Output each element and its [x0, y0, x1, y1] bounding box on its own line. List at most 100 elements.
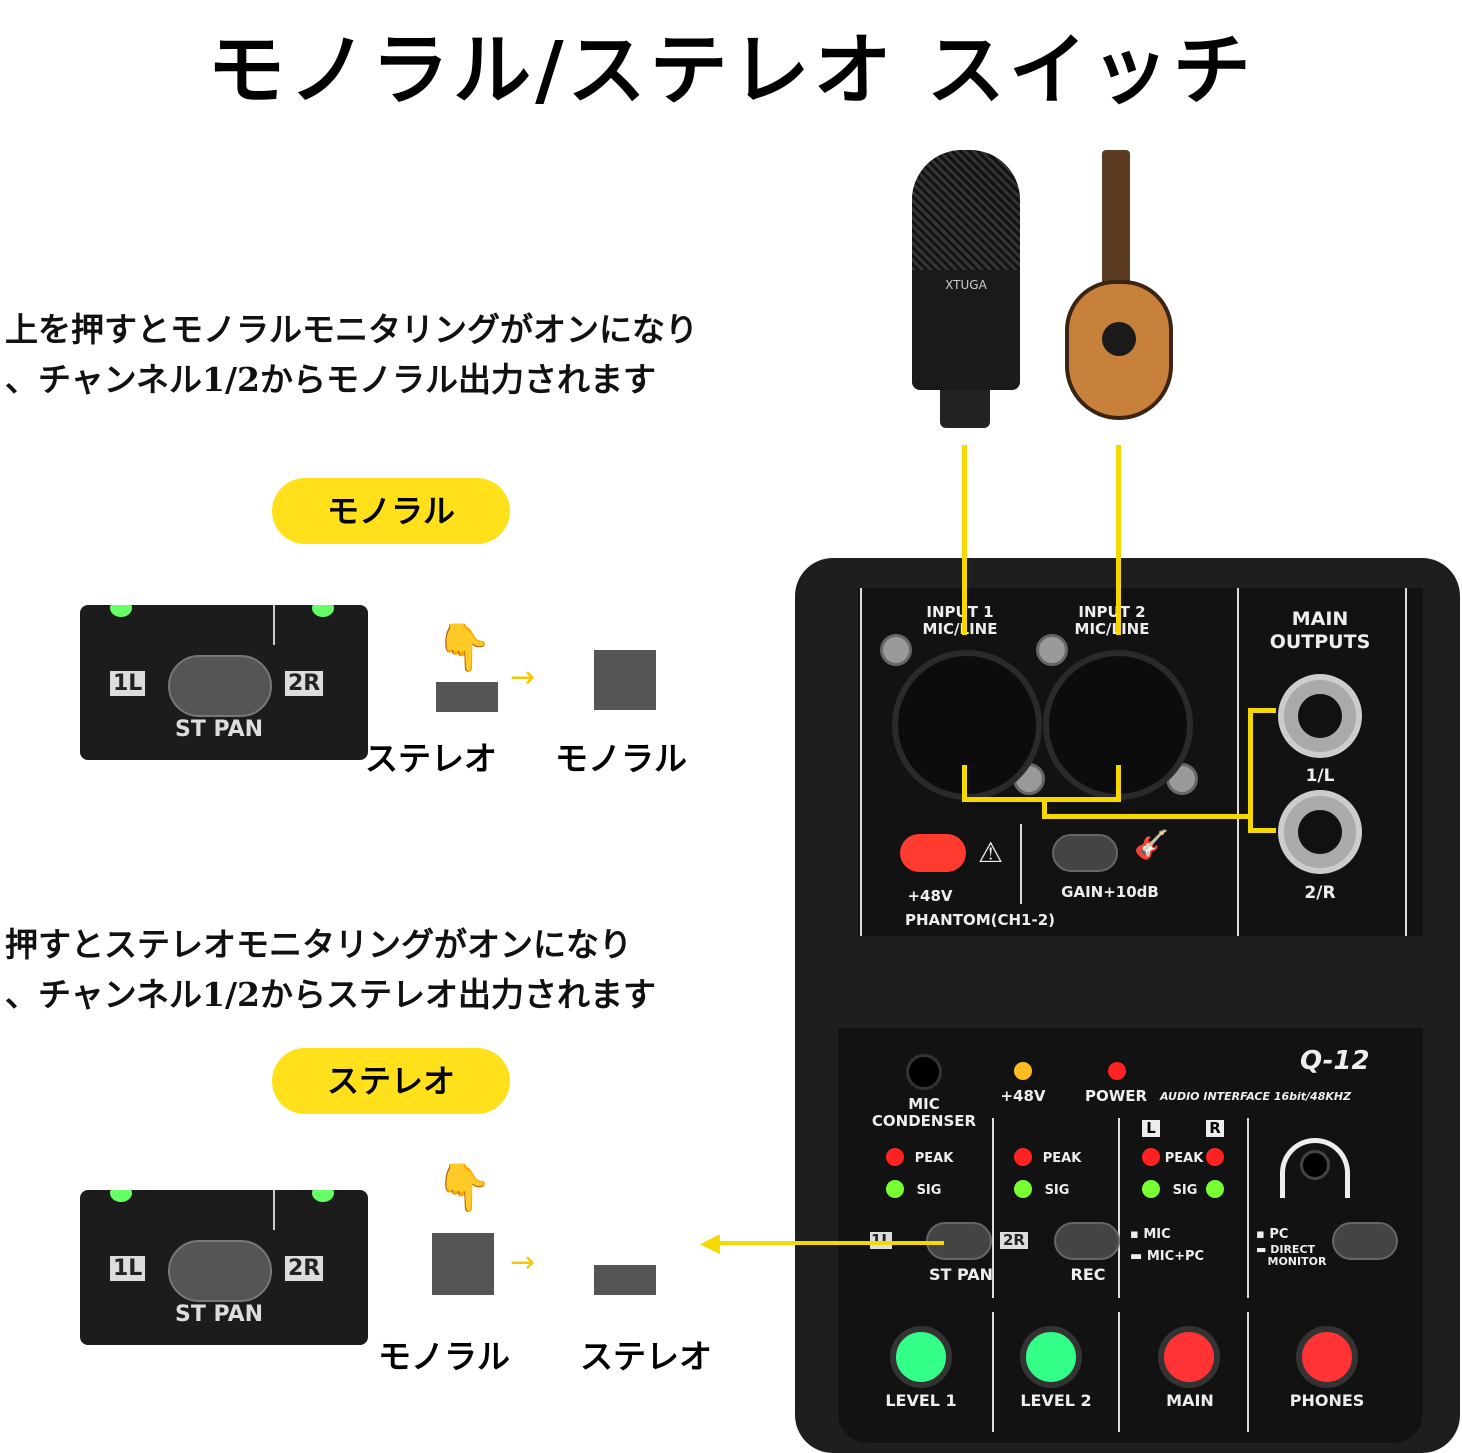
decoration — [1036, 634, 1068, 666]
level1-knob[interactable] — [890, 1326, 952, 1388]
decoration — [1206, 1148, 1224, 1166]
model-name: Q-12 — [1300, 1046, 1370, 1076]
led-48v-label: +48V — [1000, 1087, 1046, 1105]
decoration — [1247, 1118, 1249, 1298]
label: INPUT 1 — [926, 603, 994, 621]
label: MONITOR — [1267, 1255, 1327, 1268]
direct-monitor-button[interactable] — [1332, 1222, 1398, 1260]
st-pan-button[interactable] — [168, 655, 272, 717]
mic-brand-logo: XTUGA — [945, 278, 987, 292]
st-pan-button[interactable] — [168, 1240, 272, 1302]
2r-label: 2R — [285, 671, 324, 696]
stereo-from-label: モノラル — [378, 1337, 510, 1376]
switch-panel-mono: 1L 2R ST PAN — [80, 605, 368, 760]
decoration — [1014, 1062, 1032, 1080]
mono-description: 上を押すとモノラルモニタリングがオンになり 、チャンネル1/2からモノラル出力さ… — [5, 305, 698, 405]
decoration — [940, 390, 990, 428]
decoration — [1142, 1148, 1160, 1166]
signal-arrow — [1116, 445, 1121, 635]
decoration — [1116, 765, 1121, 800]
decoration — [1206, 1180, 1224, 1198]
decoration — [992, 1118, 994, 1298]
level1-label: LEVEL 1 — [885, 1391, 957, 1410]
stereo-badge: ステレオ — [272, 1048, 510, 1114]
output-r-jack[interactable] — [1278, 790, 1362, 874]
decoration — [273, 1190, 275, 1230]
phones-label: PHONES — [1289, 1391, 1365, 1410]
decoration: ▬ MIC+PC — [1130, 1249, 1205, 1264]
label: MAIN — [1291, 608, 1349, 630]
button-down-icon — [432, 1233, 494, 1295]
phantom-power-button[interactable] — [900, 834, 966, 872]
decoration — [1042, 814, 1252, 819]
guitar-icon: 🎸 — [1134, 828, 1169, 861]
desc-line: 、チャンネル1/2からモノラル出力されます — [5, 360, 656, 399]
phones-knob[interactable] — [1296, 1326, 1358, 1388]
label: PC — [1269, 1227, 1289, 1242]
decoration — [1248, 708, 1253, 832]
label: MIC — [908, 1095, 940, 1113]
label: SIG — [1044, 1183, 1070, 1198]
guitar-image — [1065, 280, 1173, 420]
mono-badge: モノラル — [272, 478, 510, 544]
rec-button[interactable] — [1054, 1222, 1120, 1260]
decoration — [1102, 322, 1136, 356]
switch-panel-stereo: 1L 2R ST PAN — [80, 1190, 368, 1345]
decoration — [1247, 1312, 1249, 1432]
label: OUTPUTS — [1269, 631, 1371, 653]
decoration — [312, 1190, 334, 1202]
gain-label: GAIN+10dB — [1061, 883, 1159, 901]
guitar-neck — [1102, 150, 1130, 300]
decoration: ▪ MIC — [1130, 1227, 1171, 1242]
2r-label: 2R — [285, 1256, 324, 1281]
main-label: MAIN — [1166, 1391, 1214, 1410]
mic-jack[interactable] — [906, 1054, 942, 1090]
main-knob[interactable] — [1158, 1326, 1220, 1388]
input1-combo-jack[interactable] — [892, 650, 1042, 800]
model-subtitle: AUDIO INTERFACE 16bit/48KHZ — [1160, 1090, 1352, 1103]
button-down-icon — [594, 650, 656, 710]
rec-label: REC — [1070, 1265, 1106, 1284]
label: MIC+PC — [1146, 1249, 1205, 1264]
decoration — [110, 1190, 132, 1202]
decoration — [962, 765, 967, 800]
level2-knob[interactable] — [1020, 1326, 1082, 1388]
phones-jack[interactable] — [1300, 1150, 1330, 1180]
gain-boost-button[interactable] — [1052, 834, 1118, 872]
decoration — [110, 605, 132, 617]
headphones-icon — [1280, 1138, 1350, 1198]
label: CONDENSER — [871, 1112, 977, 1130]
label: MIC — [1143, 1227, 1171, 1242]
decoration — [1405, 588, 1407, 936]
label: PEAK — [1042, 1151, 1082, 1166]
decoration — [1014, 1148, 1032, 1166]
decoration — [1108, 1062, 1126, 1080]
stereo-description: 押すとステレオモニタリングがオンになり 、チャンネル1/2からステレオ出力されま… — [5, 920, 656, 1020]
label: PEAK — [1164, 1151, 1204, 1166]
arrow-right-icon: → — [510, 1245, 536, 1280]
output-l-jack[interactable] — [1278, 674, 1362, 758]
decoration — [1237, 588, 1239, 936]
label: SIG — [916, 1183, 942, 1198]
stereo-to-label: ステレオ — [580, 1337, 712, 1376]
mono-to-label: モノラル — [555, 739, 687, 778]
decoration: ▬ DIRECT MONITOR — [1256, 1243, 1327, 1268]
label: DIRECT — [1270, 1243, 1316, 1256]
pointing-hand-icon: 👇 — [435, 620, 493, 674]
decoration — [312, 605, 334, 617]
r-label: R — [1206, 1120, 1224, 1137]
microphone-image: XTUGA — [912, 150, 1020, 390]
out-r-label: 2/R — [1304, 883, 1336, 903]
decoration — [1042, 797, 1047, 817]
decoration — [273, 605, 275, 645]
label: MIC/LINE — [922, 620, 998, 638]
warning-icon: ⚠ — [978, 836, 1004, 869]
desc-line: 上を押すとモノラルモニタリングがオンになり — [5, 310, 698, 349]
desc-line: 押すとステレオモニタリングがオンになり — [5, 925, 632, 964]
signal-arrow — [962, 445, 967, 635]
decoration — [886, 1180, 904, 1198]
label: SIG — [1172, 1183, 1198, 1198]
decoration — [1118, 1118, 1120, 1298]
